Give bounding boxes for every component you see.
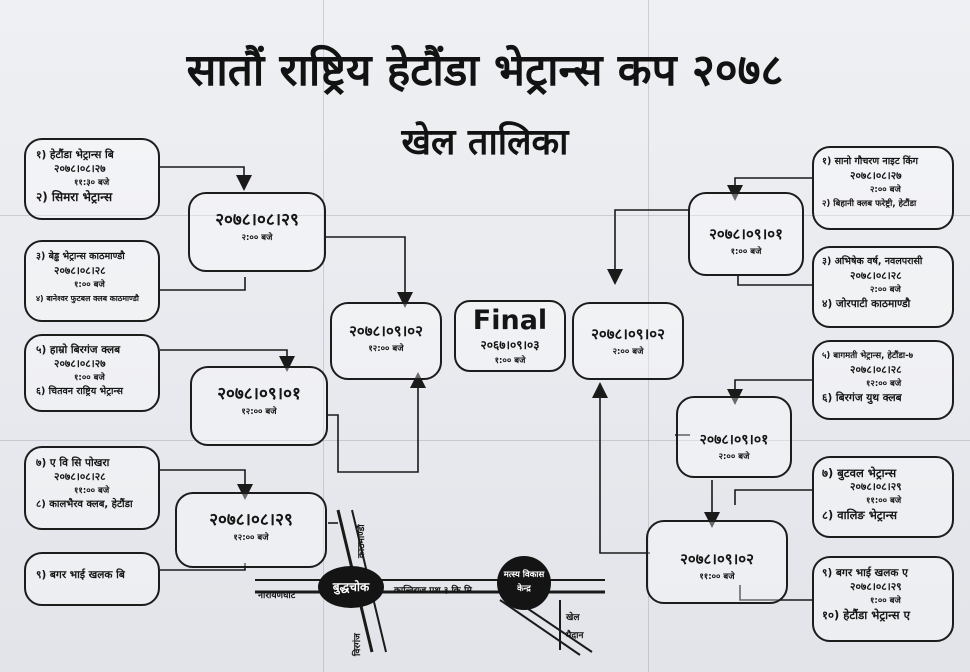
ground-label-2: मैदान [566, 631, 584, 641]
team-name: ३) अभिषेक वर्ष, नवलपरासी [822, 256, 923, 267]
team-pair-box: ३) अभिषेक वर्ष, नवलपरासी २०७८।०८।२८ २:००… [812, 246, 954, 328]
team-name: ६) चितवन राष्ट्रिय भेट्रान्स [36, 386, 123, 397]
team-pair-box: १) हेटौंडा भेट्रान्स बि २०७८।०८।२७ ११:३०… [24, 138, 160, 220]
match-time: १२:०० बजे [368, 344, 404, 354]
match-box: २०७८।०९।०१ १२:०० बजे [190, 366, 328, 446]
team-name: ९) बगर भाई खलक बि [36, 569, 125, 581]
match-date: २०७८।०९।०१ [217, 384, 301, 404]
match-time: ११:३० बजे [74, 178, 110, 188]
match-time: २:०० बजे [241, 233, 273, 243]
team-pair-box: ९) बगर भाई खलक ए २०७८।०८।२९ १:०० बजे १०)… [812, 556, 954, 642]
team-pair-box: १) सानो गौचरण नाइट किंग २०७८।०८।२७ २:०० … [812, 146, 954, 230]
team-name: १) सानो गौचरण नाइट किंग [822, 156, 919, 167]
match-time: १:०० बजे [870, 596, 901, 606]
match-time: ११:०० बजे [699, 572, 735, 582]
team-pair-box: ५) हाम्रो बिरगंज क्लब २०७८।०८।२७ १:०० बज… [24, 334, 160, 412]
match-date: २०७८।०९।०१ [699, 432, 769, 448]
match-time: १२:०० बजे [241, 407, 277, 417]
match-date: २०७८।०८।२९ [215, 210, 299, 230]
road-label-top: काठमाण्डौ [357, 524, 367, 558]
team-name: ९) बगर भाई खलक ए [822, 567, 908, 579]
match-time: १२:०० बजे [866, 379, 902, 389]
team-name: ३) बेड्ढ भेट्रान्स काठमाण्डौ [36, 251, 125, 262]
road-label-left: नारायणघाट [258, 591, 296, 601]
match-box: २०७८।०९।०१ २:०० बजे [676, 396, 792, 478]
match-time: १२:०० बजे [233, 533, 269, 543]
poster-title: सातौं राष्ट्रिय हेटौंडा भेट्रान्स कप २०७… [186, 45, 784, 96]
match-box: २०७८।०८।२९ १२:०० बजे [175, 492, 327, 568]
fold-line [0, 215, 970, 216]
match-date: २०७८।०८।२८ [850, 270, 902, 282]
landmark-marker: मत्स्य विकास केन्द्र [497, 556, 551, 610]
match-date: २०७८।०८।२९ [850, 581, 902, 593]
final-label: Final [472, 305, 548, 336]
match-date: २०७८।०९।०१ [709, 225, 783, 243]
match-date: २०७८।०८।२८ [850, 364, 902, 376]
match-time: १:०० बजे [74, 280, 105, 290]
buddhachowk-marker: बुद्धचोक [318, 566, 384, 608]
team-name: ५) बागमती भेट्रान्स, हेटौंडा-७ [822, 351, 914, 361]
team-name: १०) हेटौंडा भेट्रान्स ए [822, 608, 910, 622]
team-name: २) सिमरा भेट्रान्स [36, 190, 113, 204]
ground-label-1: खेल [566, 613, 580, 623]
fold-line [323, 0, 324, 672]
team-name: ८) कालभैरव क्लब, हेटौंडा [36, 499, 133, 510]
match-box: २०७८।०९।०१ १:०० बजे [688, 192, 804, 276]
match-date: २०७८।०८।२९ [209, 510, 293, 530]
team-name: ६) बिरगंज युथ क्लब [822, 392, 902, 404]
match-time: २:०० बजे [612, 347, 644, 357]
team-name: १) हेटौंडा भेट्रान्स बि [36, 149, 114, 161]
match-date: २०७८।०८।२८ [54, 265, 106, 277]
team-name: २) बिहानी क्लब फरेष्ट्री, हेटौंडा [822, 199, 917, 209]
match-date: २०७८।०८।२७ [54, 358, 106, 370]
match-date: २०७८।०९।०२ [349, 322, 423, 340]
match-date: २०७८।०८।२७ [54, 163, 106, 175]
team-name: ७) बुटवल भेट्रान्स [822, 466, 897, 480]
final-box: Final २०६७।०९।०३ १:०० बजे [454, 300, 566, 372]
match-time: ११:०० बजे [74, 486, 110, 496]
semifinal-box: २०७८।०९।०२ २:०० बजे [572, 302, 684, 380]
team-name: ४) बानेश्वर फुटबल क्लब काठमाण्डौ [36, 294, 139, 303]
road-label-bottom: विरगंज [353, 633, 363, 656]
match-box: २०७८।०९।०२ ११:०० बजे [646, 520, 788, 604]
match-date: २०७८।०९।०२ [680, 550, 754, 568]
match-date: २०७८।०८।२७ [850, 170, 902, 182]
match-time: १:०० बजे [730, 247, 762, 257]
match-date: २०७८।०९।०२ [591, 325, 665, 343]
team-pair-box: ५) बागमती भेट्रान्स, हेटौंडा-७ २०७८।०८।२… [812, 340, 954, 420]
fold-line [648, 0, 649, 672]
road-label-mid: कान्तिराज पश ३ कि.मि [394, 586, 472, 596]
match-time: २:०० बजे [718, 452, 750, 462]
fold-line [0, 440, 970, 441]
team-pair-box: ३) बेड्ढ भेट्रान्स काठमाण्डौ २०७८।०८।२८ … [24, 240, 160, 322]
match-date: २०६७।०९।०३ [480, 338, 540, 352]
match-time: २:०० बजे [870, 185, 901, 195]
match-time: १:०० बजे [74, 373, 105, 383]
poster-subtitle: खेल तालिका [401, 122, 569, 163]
semifinal-box: २०७८।०९।०२ १२:०० बजे [330, 302, 442, 380]
match-box: २०७८।०८।२९ २:०० बजे [188, 192, 326, 272]
team-name: ४) जोरपाटी काठमाण्डौ [822, 298, 911, 310]
team-name: ५) हाम्रो बिरगंज क्लब [36, 344, 121, 356]
team-pair-box: ७) ए वि सि पोखरा २०७८।०८।२८ ११:०० बजे ८)… [24, 446, 160, 530]
match-time: १:०० बजे [494, 356, 526, 366]
team-pair-box: ७) बुटवल भेट्रान्स २०७८।०८।२९ ११:०० बजे … [812, 456, 954, 538]
match-time: २:०० बजे [870, 285, 901, 295]
team-box: ९) बगर भाई खलक बि [24, 552, 160, 606]
team-name: ७) ए वि सि पोखरा [36, 457, 110, 469]
match-date: २०७८।०८।२८ [54, 471, 106, 483]
team-name: ८) वालिङ भेट्रान्स [822, 508, 898, 522]
match-date: २०७८।०८।२९ [850, 481, 902, 493]
match-time: ११:०० बजे [866, 496, 902, 506]
